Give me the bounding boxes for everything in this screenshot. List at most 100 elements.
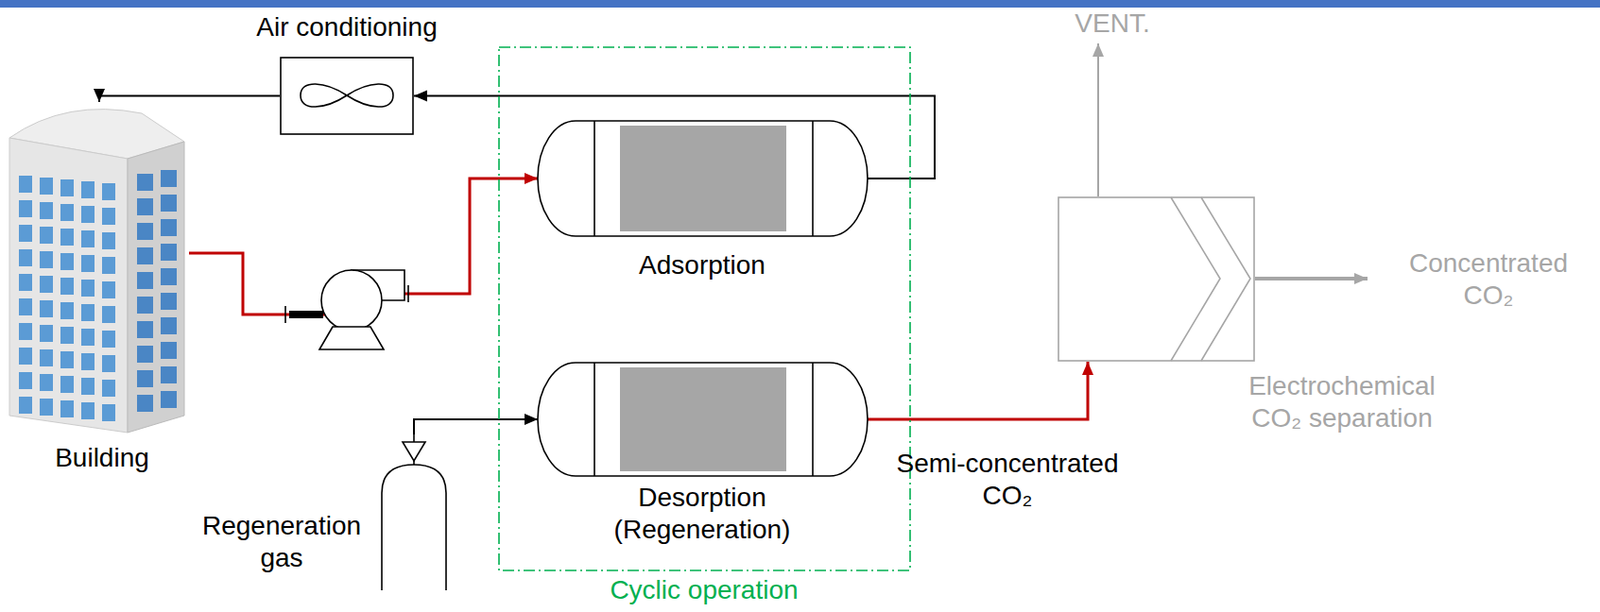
node-label: Electrochemical CO₂ separation [1228,370,1456,434]
shape-part [39,398,53,416]
shape-part [160,366,177,384]
electrochemical-separator: Electrochemical CO₂ separation [1057,196,1256,362]
shape-part [39,374,53,392]
shape-part [60,400,74,418]
node-label: Air conditioning [223,11,470,44]
shape-part [160,170,177,188]
shape-part [81,378,95,396]
shape-part [39,202,53,220]
shape-part [160,194,177,212]
shape-part [81,279,95,297]
shape-part [60,302,74,320]
electrochemical-separator-outline [1057,196,1256,362]
shape-part [60,351,74,369]
shape-part [137,247,154,265]
shape-part [137,321,154,339]
shape-part [18,249,33,267]
shape-part [160,317,177,335]
shape-part [60,253,74,271]
shape-part [498,47,911,571]
shape-part [18,298,33,316]
shape-part [81,402,95,420]
shape-part [102,379,116,397]
shape-part [18,323,33,341]
shape-part [160,219,177,237]
vent-label: VENT. [1055,7,1170,40]
shape-part [9,137,128,433]
top-bar [0,0,1600,8]
shape-part [319,326,384,350]
shape-part [81,328,95,346]
edge-label: Semi-concentrated CO₂ [879,447,1136,512]
shape-part [1170,197,1221,362]
shape-part [137,272,154,290]
shape-part [1058,197,1255,362]
shape-part [137,223,154,241]
shape-part [811,362,814,477]
shape-part [39,300,53,318]
building-illustration-outline [0,102,190,433]
shape-part [137,395,154,413]
shape-part [60,228,74,246]
desorption-vessel: Desorption (Regeneration) [537,361,868,478]
adsorption-vessel-outline [537,120,868,238]
flow-line [867,361,1088,420]
cyclic-operation-frame: Cyclic operationAdsorptionDesorption (Re… [498,46,912,572]
shape-part [39,275,53,293]
shape-part [321,270,382,331]
shape-part [18,224,33,242]
shape-part [102,183,116,201]
gas-cylinder-outline [378,434,450,591]
shape-part [81,304,95,322]
shape-part [60,179,74,197]
shape-part [102,257,116,275]
shape-part [18,372,33,390]
gas-cylinder: Regeneration gas [378,434,450,591]
shape-part [537,362,868,477]
air-conditioner: Air conditioning [279,56,414,136]
shape-part [102,207,116,225]
shape-part [407,285,410,303]
air-conditioner-outline [279,56,414,136]
shape-part [127,141,185,433]
shape-part [289,310,324,319]
shape-part [39,349,53,367]
shape-part [160,391,177,409]
shape-part [619,125,787,232]
shape-part [102,232,116,250]
pump-symbol [285,270,409,350]
product-arrow [1255,276,1368,281]
shape-part [18,175,33,193]
shape-part [102,330,116,348]
node-label: Cyclic operation [562,574,846,607]
shape-part [160,342,177,360]
shape-part [39,226,53,244]
shape-part [60,204,74,222]
shape-part [137,296,154,314]
desorption-vessel-outline [537,361,868,478]
shape-part [1201,197,1251,362]
shape-part [160,268,177,286]
shape-part [137,173,154,191]
shape-part [81,353,95,371]
shape-part [284,306,287,324]
product-label: Concentrated CO₂ [1393,247,1583,311]
shape-part [81,255,95,273]
shape-part [102,281,116,299]
shape-part [60,326,74,345]
shape-part [160,243,177,261]
shape-part [102,355,116,373]
vent-arrow [1097,43,1100,197]
node-label: Adsorption [588,249,816,282]
node-label: Desorption (Regeneration) [593,481,811,546]
shape-part [39,251,53,269]
flow-line [413,419,538,435]
shape-part [18,396,33,414]
shape-part [102,404,116,422]
shape-part [60,277,74,295]
building-illustration: Building [0,102,190,433]
shape-part [81,206,95,224]
flow-line [99,96,280,104]
shape-part [81,230,95,248]
